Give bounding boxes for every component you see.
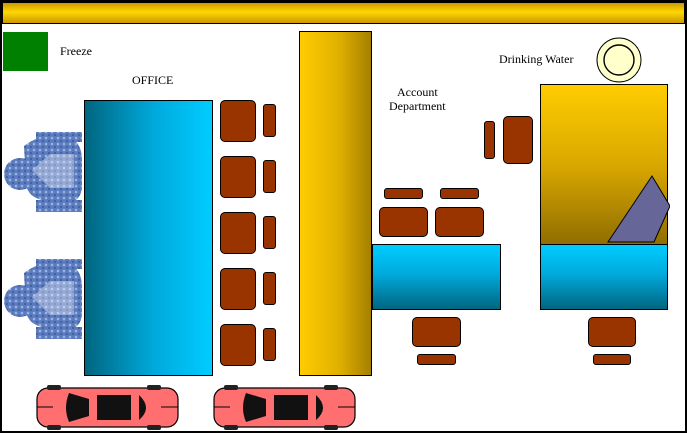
office-seat-back	[263, 104, 276, 137]
account-seat-back	[417, 354, 456, 365]
cabin-seat-back	[593, 354, 631, 365]
cabin-seat-back	[484, 121, 495, 159]
water-cooler-icon	[596, 37, 642, 83]
freeze-box	[3, 32, 48, 71]
office-seat-back	[263, 328, 276, 361]
account-department-label-line2: Department	[389, 99, 446, 113]
person-icon	[2, 130, 84, 220]
cabin-chair	[588, 317, 636, 347]
office-seat-back	[263, 272, 276, 305]
freeze-label: Freeze	[60, 44, 92, 58]
office-chair	[220, 268, 256, 310]
account-desk	[372, 244, 501, 310]
account-chair	[435, 207, 484, 237]
office-chair	[220, 100, 256, 142]
account-chair	[412, 317, 461, 347]
car-icon	[212, 384, 359, 431]
account-chair	[379, 207, 428, 237]
car-icon	[35, 384, 182, 431]
cabin-desk	[540, 244, 668, 310]
office-seat-back	[263, 216, 276, 249]
cabin-door-wedge	[606, 174, 671, 244]
account-seat-back	[384, 188, 423, 199]
office-seat-back	[263, 160, 276, 193]
cabin-chair	[503, 116, 533, 164]
partition-wall	[299, 31, 372, 376]
office-chair	[220, 156, 256, 198]
person-icon	[2, 257, 84, 347]
account-seat-back	[440, 188, 479, 199]
office-chair	[220, 212, 256, 254]
top-bar	[2, 2, 685, 24]
office-label: OFFICE	[132, 73, 174, 87]
office-table	[84, 100, 213, 376]
drinking-water-label: Drinking Water	[499, 52, 574, 66]
office-chair	[220, 324, 256, 366]
account-department-label-line1: Account	[397, 85, 438, 99]
